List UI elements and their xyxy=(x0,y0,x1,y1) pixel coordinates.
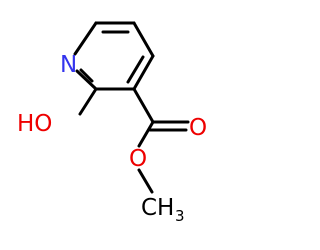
structure-canvas: N HO O O CH 3 xyxy=(17,21,208,225)
carbonyl-oxygen-label: O xyxy=(189,115,207,141)
methyl-label: CH xyxy=(141,195,174,221)
bond-c2-oh xyxy=(78,87,98,116)
bond-c2-n-inner xyxy=(79,68,94,83)
molecule-structure: N HO O O CH 3 xyxy=(17,21,207,225)
substituent-bonds xyxy=(78,87,190,194)
bond-n-c6 xyxy=(73,21,98,56)
pyridine-ring xyxy=(73,21,155,91)
ester-oxygen-label: O xyxy=(129,146,147,172)
methyl-subscript: 3 xyxy=(175,207,185,225)
bond-c4-c3 xyxy=(132,54,155,91)
bond-c3-ccarb xyxy=(132,87,155,124)
bond-c5-c4 xyxy=(132,21,155,58)
bond-c4-c3-inner xyxy=(126,55,145,84)
bond-c2-n xyxy=(75,69,98,91)
atom-labels: N HO O O CH 3 xyxy=(17,52,207,225)
bond-ccarb-oester xyxy=(137,120,155,148)
nitrogen-label: N xyxy=(60,52,77,78)
bond-oester-ch3 xyxy=(137,168,154,194)
hydroxyl-label: HO xyxy=(17,111,52,137)
